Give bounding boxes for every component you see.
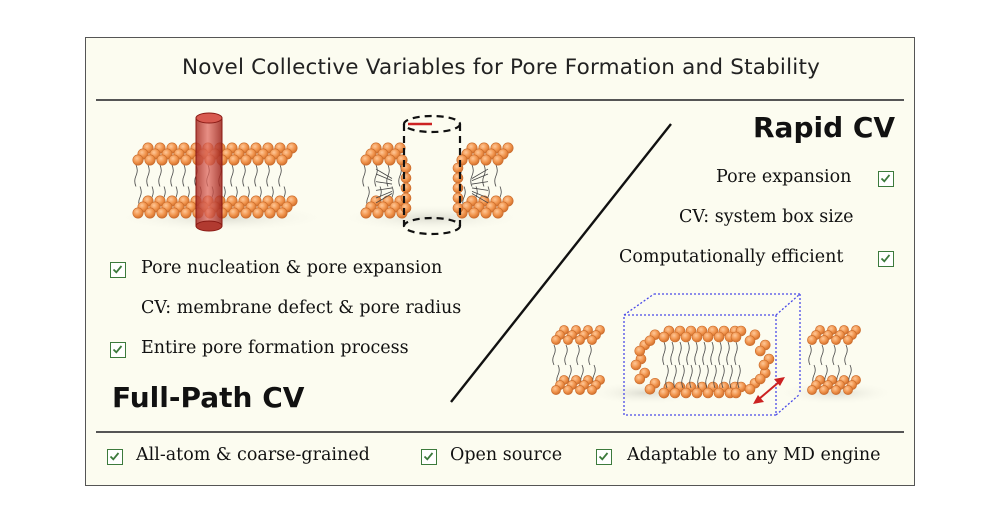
rapid-cv-heading: Rapid CV	[753, 111, 896, 144]
figure-title: Novel Collective Variables for Pore Form…	[181, 55, 821, 80]
footer-item-2: Open source	[450, 445, 563, 465]
membrane-dashed-pore	[336, 114, 526, 236]
rapid-item-2: CV: system box size	[679, 207, 854, 227]
illustration-layer	[111, 112, 896, 416]
pore-cylinder	[195, 112, 223, 232]
full-path-item-3: Entire pore formation process	[141, 338, 409, 358]
checkbox-icon	[878, 251, 894, 267]
checkbox-icon	[110, 262, 126, 278]
membrane-full-path	[111, 112, 331, 232]
footer-item-3: Adaptable to any MD engine	[627, 445, 881, 465]
dashed-cylinder	[402, 114, 462, 236]
checkbox-icon	[596, 449, 612, 465]
box-size-arrow	[753, 377, 785, 404]
checkbox-icon	[878, 171, 894, 187]
full-path-item-1: Pore nucleation & pore expansion	[141, 258, 443, 278]
rapid-box-scene	[551, 293, 896, 416]
rapid-item-1: Pore expansion	[716, 167, 852, 187]
checkbox-icon	[110, 342, 126, 358]
rapid-item-3: Computationally efficient	[619, 247, 844, 267]
diagonal-divider	[450, 123, 672, 403]
title-divider	[96, 99, 904, 101]
figure-frame: Novel Collective Variables for Pore Form…	[85, 37, 915, 486]
full-path-item-2: CV: membrane defect & pore radius	[141, 298, 462, 318]
simulation-box	[623, 293, 801, 416]
footer-divider	[96, 431, 904, 433]
checkbox-icon	[107, 449, 123, 465]
checkbox-icon	[421, 449, 437, 465]
full-path-cv-heading: Full-Path CV	[112, 381, 305, 414]
footer-item-1: All-atom & coarse-grained	[136, 445, 370, 465]
